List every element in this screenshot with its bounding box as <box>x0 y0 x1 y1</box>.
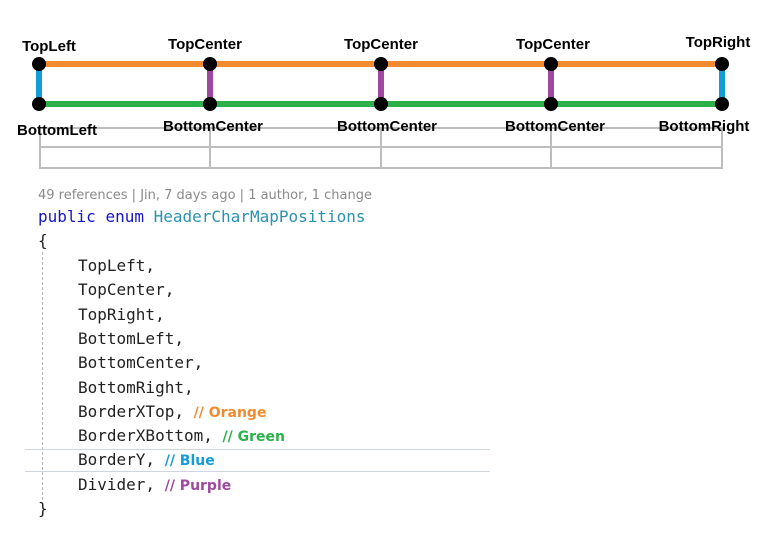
codelens-separator: | <box>235 188 249 203</box>
codelens: 49 references | Jin, 7 days ago | 1 auth… <box>38 188 372 203</box>
enum-member-line: BorderXBottom, // Green <box>78 424 285 449</box>
label-top-center-3: TopCenter <box>516 36 590 53</box>
enum-member-line: TopLeft, <box>78 254 155 278</box>
enum-member-line: BottomCenter, <box>78 351 203 375</box>
indent-guide <box>42 252 43 500</box>
label-top-center-2: TopCenter <box>344 36 418 53</box>
enum-member-line: Divider, // Purple <box>78 473 231 498</box>
diagram-junctions <box>32 57 729 111</box>
enum-member-name[interactable]: BottomCenter, <box>78 353 204 373</box>
label-bottom-center-1: BottomCenter <box>163 118 263 135</box>
enum-member-name[interactable]: BorderXTop, <box>78 401 184 421</box>
bottom-junction-dot <box>715 97 729 111</box>
top-junction-dot <box>544 57 558 71</box>
bottom-junction-dot <box>203 97 217 111</box>
enum-member-name[interactable]: TopCenter, <box>78 280 175 300</box>
enum-member-line: BottomRight, <box>78 376 194 400</box>
enum-member-name[interactable]: BottomRight, <box>78 377 194 397</box>
enum-member-line: TopCenter, <box>78 278 174 302</box>
codelens-changes[interactable]: 1 author, 1 change <box>248 188 372 203</box>
enum-member-line: BorderXTop, // Orange <box>78 400 266 425</box>
enum-member-name[interactable]: Divider, <box>78 474 156 494</box>
label-bottom-center-2: BottomCenter <box>337 118 437 135</box>
keyword-enum: enum <box>105 207 144 226</box>
enum-member-name[interactable]: BottomLeft, <box>78 328 184 348</box>
label-top-center-1: TopCenter <box>168 36 242 53</box>
enum-member-name[interactable]: TopLeft, <box>78 256 156 275</box>
enum-member-line: BottomLeft, <box>78 327 184 351</box>
bottom-junction-dot <box>374 97 388 111</box>
enum-member-comment: // Purple <box>164 477 232 494</box>
header-char-map-diagram: TopLeft TopCenter TopCenter TopCenter To… <box>17 34 751 169</box>
top-junction-dot <box>715 57 729 71</box>
label-bottom-left: BottomLeft <box>17 122 97 139</box>
codelens-separator: | <box>127 188 141 203</box>
codelens-references[interactable]: 49 references <box>38 188 128 203</box>
enum-member-name[interactable]: BorderXBottom, <box>78 426 213 446</box>
table-preview <box>39 127 723 169</box>
label-top-left: TopLeft <box>22 38 76 55</box>
top-junction-dot <box>32 57 46 71</box>
enum-member-comment: // Orange <box>193 404 267 421</box>
close-brace: } <box>38 499 48 518</box>
bottom-junction-dot <box>32 97 46 111</box>
top-junction-dot <box>203 57 217 71</box>
enum-member-name[interactable]: BorderY, <box>78 450 156 470</box>
keyword-public: public <box>38 207 96 226</box>
enum-type-name[interactable]: HeaderCharMapPositions <box>153 207 366 226</box>
bottom-junction-dot <box>544 97 558 111</box>
top-junction-dot <box>374 57 388 71</box>
enum-member-line: TopRight, <box>78 303 165 327</box>
open-brace: { <box>38 231 48 250</box>
enum-member-name[interactable]: TopRight, <box>78 304 165 324</box>
label-bottom-center-3: BottomCenter <box>505 118 605 135</box>
codelens-author-time[interactable]: Jin, 7 days ago <box>140 188 236 203</box>
label-top-right: TopRight <box>686 34 751 51</box>
current-line-highlight <box>25 449 490 472</box>
enum-member-comment: // Blue <box>164 453 215 470</box>
label-bottom-right: BottomRight <box>659 118 750 135</box>
enum-declaration-line: public enum HeaderCharMapPositions <box>38 205 366 229</box>
enum-member-comment: // Green <box>222 429 285 446</box>
enum-member-line: BorderY, // Blue <box>78 448 215 473</box>
